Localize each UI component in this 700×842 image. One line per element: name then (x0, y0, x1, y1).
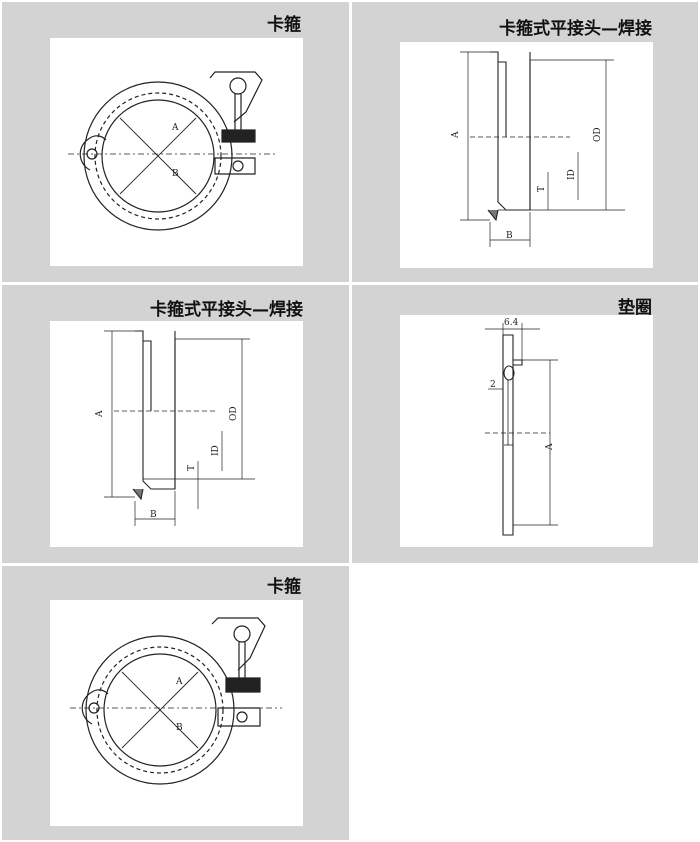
panel-ferrule-weld-middle: 卡箍式平接头—焊接 A OD I (2, 285, 349, 563)
panel-clamp-top: 卡箍 (2, 2, 349, 282)
ferrule-diagram: A OD ID T B (95, 330, 255, 526)
clamp-hinge-ear (79, 135, 107, 171)
panel-gasket: 垫圈 6.4 (352, 285, 698, 563)
panel-clamp-bottom: 卡箍 A B (2, 566, 349, 840)
clamp-dashed-ring (96, 646, 224, 774)
gasket-diagram: 6.4 2 A (485, 318, 558, 536)
panel-title: 垫圈 (618, 298, 652, 318)
clamp-drawing-canvas: A B (50, 38, 303, 266)
dim-label-id: ID (211, 445, 221, 456)
clamp-drawing-canvas: A B (50, 600, 303, 826)
dim-label-b: B (172, 169, 179, 179)
clamp-wing-nut (209, 71, 263, 123)
clamp-inner-ring (103, 653, 217, 767)
dim-label-thickness: 2 (490, 380, 496, 390)
panel-title: 卡箍 (267, 577, 301, 597)
panel-title: 卡箍式平接头—焊接 (150, 300, 303, 320)
bolt-hole-icon (232, 160, 244, 172)
dim-label-od: OD (593, 127, 603, 142)
clamp-dashed-ring (94, 92, 222, 220)
clamp-inner-ring (101, 99, 215, 213)
dim-label-t: T (537, 186, 547, 192)
dim-label-b: B (506, 231, 513, 241)
dim-label-width: 6.4 (504, 318, 519, 328)
dim-label-a: A (95, 410, 105, 418)
ferrule-flange (490, 51, 531, 211)
gasket-bead (503, 365, 515, 381)
dim-label-a: A (175, 677, 183, 687)
clamp-bolt-block (225, 677, 261, 693)
dim-label-b: B (150, 510, 157, 520)
ferrule-drawing-canvas: A OD ID T B (50, 321, 303, 547)
panel-ferrule-weld-top: 卡箍式平接头—焊接 (352, 2, 698, 282)
clamp-diagram: A B (68, 71, 278, 231)
ferrule-flange (135, 330, 176, 490)
panel-title: 卡箍 (267, 15, 301, 35)
dim-label-a: A (171, 123, 179, 133)
dim-label-t: T (187, 465, 197, 471)
ferrule-diagram: A OD ID T B (451, 51, 625, 247)
clamp-outer-ring (83, 81, 233, 231)
clamp-diagram: A B (70, 617, 282, 785)
panel-title: 卡箍式平接头—焊接 (499, 19, 652, 39)
dim-label-od: OD (229, 406, 239, 421)
dim-label-b: B (176, 723, 183, 733)
clamp-outer-ring (85, 635, 235, 785)
dim-label-a: A (545, 443, 555, 451)
clamp-bolt-block (221, 129, 256, 143)
gasket-drawing-canvas: 6.4 2 A (400, 315, 653, 547)
dim-label-a: A (451, 131, 461, 139)
gasket-body (502, 334, 514, 536)
bolt-hole-icon (236, 711, 248, 723)
clamp-wing-nut (211, 617, 266, 671)
dim-label-id: ID (567, 169, 577, 180)
ferrule-drawing-canvas: A OD ID T B (400, 42, 653, 268)
clamp-hinge-ear (81, 689, 109, 725)
